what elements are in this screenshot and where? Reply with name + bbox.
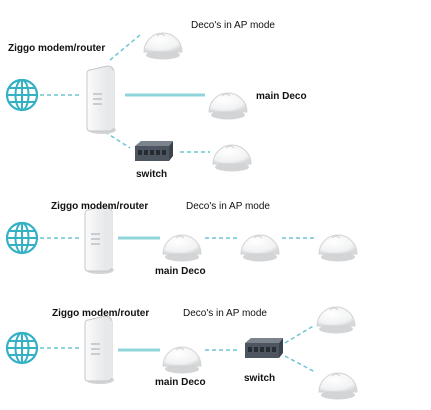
switch-icon xyxy=(245,338,283,358)
link-modem-switch-1 xyxy=(104,131,131,149)
switch-label: switch xyxy=(136,169,168,180)
router-icon xyxy=(86,65,117,135)
deco-ap-label: Deco's in AP mode xyxy=(191,20,275,31)
globe-icon xyxy=(5,331,39,365)
main-deco-icon xyxy=(162,234,202,263)
modem-label: Ziggo modem/router xyxy=(51,201,149,212)
link-switch-deco-bottom-3 xyxy=(284,355,316,373)
deco-ap-icon xyxy=(143,32,183,61)
router-icon xyxy=(84,205,115,275)
diagram-1-star-topology xyxy=(5,32,252,173)
main-deco-icon xyxy=(208,92,248,121)
modem-label: Ziggo modem/router xyxy=(8,43,106,54)
link-modem-deco-ap-1 xyxy=(109,34,141,61)
deco-ap-icon xyxy=(318,372,358,401)
link-switch-deco-top-3 xyxy=(284,324,316,344)
deco-ap-icon xyxy=(240,234,280,263)
main-deco-label: main Deco xyxy=(155,266,206,277)
deco-ap-label: Deco's in AP mode xyxy=(186,201,270,212)
diagram-3-switch-topology xyxy=(5,306,358,401)
modem-label: Ziggo modem/router xyxy=(52,308,150,319)
deco-ap-icon xyxy=(318,234,358,263)
switch-icon xyxy=(135,141,173,161)
main-deco-label: main Deco xyxy=(155,377,206,388)
main-deco-label: main Deco xyxy=(256,91,307,102)
deco-ap-label: Deco's in AP mode xyxy=(183,308,267,319)
router-icon xyxy=(84,315,115,385)
deco-ap-icon xyxy=(212,144,252,173)
diagram-2-daisy-chain xyxy=(5,205,358,275)
main-deco-icon xyxy=(162,346,202,375)
deco-ap-icon xyxy=(316,306,356,335)
globe-icon xyxy=(5,78,39,112)
switch-label: switch xyxy=(244,373,276,384)
globe-icon xyxy=(5,221,39,255)
